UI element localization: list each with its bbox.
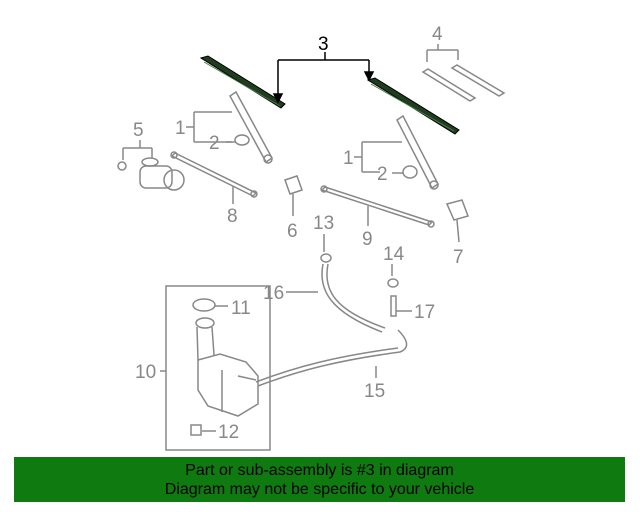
callout-9: 9 xyxy=(362,229,373,250)
callout-7: 7 xyxy=(453,247,464,268)
callout-13: 13 xyxy=(313,213,334,234)
wiper-arm-right[interactable] xyxy=(396,114,439,190)
callout-4-bracket xyxy=(426,44,459,62)
info-banner: Part or sub-assembly is #3 in diagram Di… xyxy=(14,457,625,502)
washer-hose-16[interactable] xyxy=(286,263,386,333)
reservoir-arrows xyxy=(202,305,228,432)
washer-reservoir-box xyxy=(160,285,271,451)
callout-15: 15 xyxy=(364,381,385,402)
washer-nozzle-13[interactable] xyxy=(320,234,332,263)
blade-refills[interactable] xyxy=(421,64,506,102)
callout-2-left: 2 xyxy=(209,133,220,154)
callout-5: 5 xyxy=(133,120,144,141)
pivot-cap-right[interactable] xyxy=(392,165,418,179)
banner-line-2: Diagram may not be specific to your vehi… xyxy=(164,481,475,498)
callout-12: 12 xyxy=(218,422,239,443)
callout-17: 17 xyxy=(414,302,435,323)
callout-10: 10 xyxy=(135,362,156,383)
wiper-blade-left[interactable] xyxy=(199,55,286,109)
washer-reservoir[interactable] xyxy=(190,298,259,436)
callout-3-bracket xyxy=(272,52,375,104)
callout-2-right: 2 xyxy=(377,164,388,185)
callout-8: 8 xyxy=(227,206,238,227)
pivot-6[interactable] xyxy=(284,175,303,216)
callout-4: 4 xyxy=(432,24,443,45)
wiper-system-diagram: 3 4 1 2 5 8 6 1 2 9 7 13 14 16 17 15 10 … xyxy=(117,24,506,451)
callout-11: 11 xyxy=(231,298,251,319)
callout-1-right: 1 xyxy=(343,148,354,169)
callout-1-brackets xyxy=(186,111,402,173)
linkage-rod-left[interactable] xyxy=(170,151,258,204)
wiper-arm-left[interactable] xyxy=(229,90,273,164)
callout-3: 3 xyxy=(318,34,329,55)
callout-14: 14 xyxy=(383,244,405,265)
callout-16: 16 xyxy=(263,283,284,304)
banner-line-1: Part or sub-assembly is #3 in diagram xyxy=(185,462,454,479)
wiper-motor[interactable] xyxy=(117,157,185,191)
wiper-blade-right[interactable] xyxy=(366,77,460,135)
callout-5-bracket xyxy=(122,140,153,160)
connector-17[interactable] xyxy=(390,295,412,317)
callout-1-left: 1 xyxy=(175,118,186,139)
washer-nozzle-14[interactable] xyxy=(387,264,399,288)
linkage-rod-right[interactable] xyxy=(320,185,435,228)
washer-hose-15[interactable] xyxy=(255,329,408,387)
pivot-cap-left[interactable] xyxy=(226,134,250,146)
pivot-7[interactable] xyxy=(445,199,469,243)
callout-6: 6 xyxy=(287,221,298,242)
